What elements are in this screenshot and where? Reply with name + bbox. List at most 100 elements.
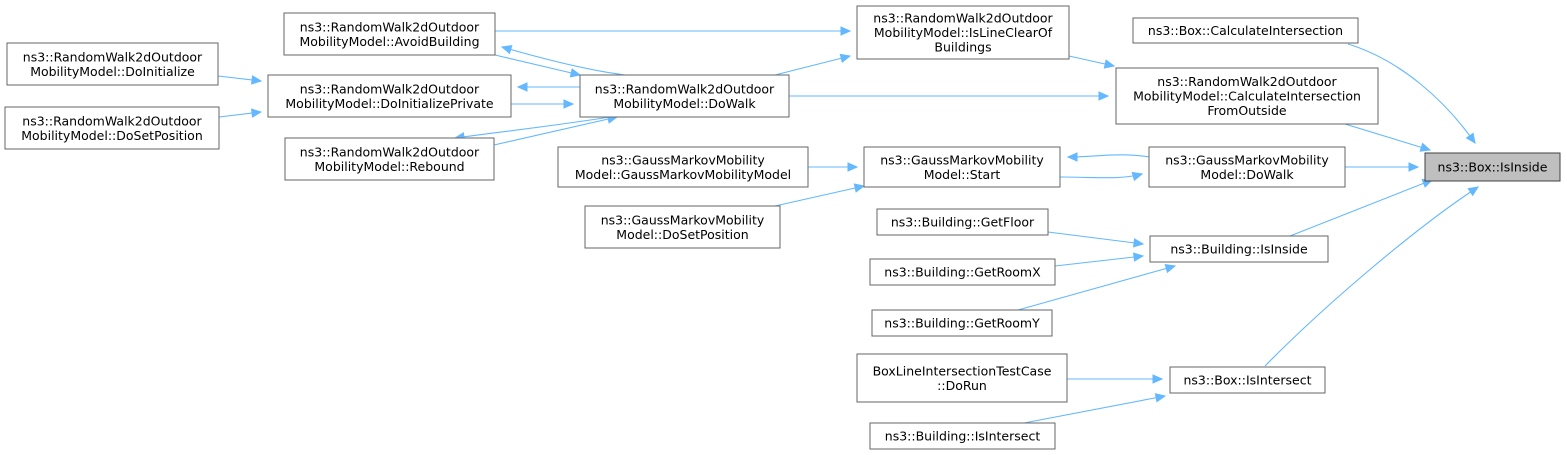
node-rw-dowalk[interactable]: ns3::RandomWalk2dOutdoorMobilityModel::D… xyxy=(579,74,790,118)
edge-line xyxy=(1067,154,1150,158)
edge-building_isinside-to-box_isinside xyxy=(1289,179,1434,237)
edge-arrowhead xyxy=(1467,186,1480,197)
edge-line xyxy=(774,55,851,76)
edge-arrowhead xyxy=(1465,132,1476,145)
node-box xyxy=(856,353,1068,403)
node-label-line: MobilityModel::Rebound xyxy=(314,159,464,174)
edge-rw_dowalk-to-rw_doinitprivate xyxy=(516,82,580,92)
node-gm-ctor[interactable]: ns3::GaussMarkovMobilityModel::GaussMark… xyxy=(557,146,809,188)
node-box xyxy=(557,146,809,188)
node-label-line: MobilityModel::DoInitialize xyxy=(30,64,195,79)
edge-arrowhead xyxy=(847,162,859,172)
edge-rw_avoidbuilding-to-rw_dowalk xyxy=(494,54,582,78)
edge-arrowhead xyxy=(1408,162,1420,172)
node-label-line: ns3::Box::IsInside xyxy=(1438,160,1548,175)
edge-arrowhead xyxy=(839,53,852,63)
node-label-line: ns3::Building::GetFloor xyxy=(891,215,1035,230)
node-label-line: MobilityModel::IsLineClearOf xyxy=(874,25,1053,40)
node-rw-calcint-out[interactable]: ns3::RandomWalk2dOutdoorMobilityModel::C… xyxy=(1115,67,1379,125)
node-label-line: Model::DoWalk xyxy=(1200,167,1294,182)
node-building-isinside[interactable]: ns3::Building::IsInside xyxy=(1149,235,1329,263)
edge-rw_dosetpos-to-rw_doinitprivate xyxy=(218,108,263,118)
node-building-getroomy[interactable]: ns3::Building::GetRoomY xyxy=(871,309,1053,337)
node-label-line: ns3::RandomWalk2dOutdoor xyxy=(873,11,1053,26)
node-gm-dowalk[interactable]: ns3::GaussMarkovMobilityModel::DoWalk xyxy=(1148,146,1346,188)
node-label-line: ns3::RandomWalk2dOutdoor xyxy=(300,19,480,34)
node-label-line: ns3::GaussMarkovMobility xyxy=(601,212,765,227)
edge-box_calcint-to-box_isinside xyxy=(1347,43,1476,145)
node-box xyxy=(1149,235,1329,263)
edge-gm_dowalk-to-gm_start xyxy=(1066,152,1150,162)
node-boxline-dorun[interactable]: BoxLineIntersectionTestCase::DoRun xyxy=(856,353,1068,403)
edge-arrowhead xyxy=(251,75,263,85)
node-building-getfloor[interactable]: ns3::Building::GetFloor xyxy=(876,208,1049,236)
edge-arrowhead xyxy=(516,82,528,92)
node-label-line: MobilityModel::DoWalk xyxy=(613,96,756,111)
edge-line xyxy=(1347,43,1476,144)
node-rw-islineclear[interactable]: ns3::RandomWalk2dOutdoorMobilityModel::I… xyxy=(856,5,1070,60)
node-box xyxy=(1148,146,1346,188)
node-box xyxy=(856,5,1070,60)
edge-gm_dowalk-to-box_isinside xyxy=(1345,162,1420,172)
node-gm-dosetpos[interactable]: ns3::GaussMarkovMobilityModel::DoSetPosi… xyxy=(584,205,781,249)
edge-gm_ctor-to-gm_start xyxy=(808,162,859,172)
edge-line xyxy=(494,54,581,76)
node-box-calcint[interactable]: ns3::Box::CalculateIntersection xyxy=(1132,17,1359,44)
edge-building_getroomy-to-building_isinside xyxy=(1017,263,1177,311)
node-rw-doinit[interactable]: ns3::RandomWalk2dOutdoorMobilityModel::D… xyxy=(6,42,219,86)
edge-arrowhead xyxy=(500,45,513,55)
node-rw-avoidbuilding[interactable]: ns3::RandomWalk2dOutdoorMobilityModel::A… xyxy=(283,12,496,56)
node-box xyxy=(4,106,220,150)
node-box xyxy=(869,258,1056,286)
node-box-isintersect[interactable]: ns3::Box::IsIntersect xyxy=(1169,366,1326,394)
node-label-line: ns3::Building::GetRoomX xyxy=(884,265,1041,280)
edge-line xyxy=(1047,231,1144,245)
edge-rw_dowalk-to-rw_islineclear xyxy=(774,53,852,76)
edge-line xyxy=(1264,186,1479,367)
edge-arrowhead xyxy=(1132,238,1145,248)
node-label-line: ns3::RandomWalk2dOutdoor xyxy=(22,113,202,128)
node-label-line: ns3::GaussMarkovMobility xyxy=(1165,152,1329,167)
edge-arrowhead xyxy=(853,183,866,193)
graph-nodes: ns3::Box::IsInside ns3::Box::CalculateInt… xyxy=(4,5,1561,450)
node-gm-start[interactable]: ns3::GaussMarkovMobilityModel::Start xyxy=(863,146,1061,188)
edge-arrowhead xyxy=(1066,152,1078,162)
edge-gm_start-to-gm_dowalk xyxy=(1059,171,1144,182)
node-box-isinside[interactable]: ns3::Box::IsInside xyxy=(1424,152,1561,182)
edge-line xyxy=(1054,255,1144,267)
node-label-line: ns3::RandomWalk2dOutdoor xyxy=(1157,74,1337,89)
edge-arrowhead xyxy=(569,68,582,78)
node-rw-rebound[interactable]: ns3::RandomWalk2dOutdoorMobilityModel::R… xyxy=(284,137,495,181)
node-building-getroomx[interactable]: ns3::Building::GetRoomX xyxy=(869,258,1056,286)
node-label-line: MobilityModel::CalculateIntersection xyxy=(1133,89,1361,104)
edge-arrowhead xyxy=(840,26,852,36)
edge-line xyxy=(1059,173,1143,179)
edge-building_getfloor-to-building_isinside xyxy=(1047,231,1145,248)
edge-rw_dowalk-to-rw_rebound xyxy=(453,116,611,142)
node-box xyxy=(284,137,495,181)
node-rw-doinitprivate[interactable]: ns3::RandomWalk2dOutdoorMobilityModel::D… xyxy=(267,74,512,118)
edge-arrowhead xyxy=(1419,142,1432,152)
edge-arrowhead xyxy=(1103,59,1116,69)
edge-line xyxy=(501,46,626,76)
edge-boxline_dorun-to-box_isintersect xyxy=(1067,374,1164,384)
node-building-isintersect[interactable]: ns3::Building::IsIntersect xyxy=(869,422,1056,450)
node-label-line: Buildings xyxy=(934,40,991,55)
node-label-line: ns3::GaussMarkovMobility xyxy=(601,152,765,167)
node-box xyxy=(283,12,496,56)
edge-arrowhead xyxy=(1152,374,1164,384)
node-box xyxy=(876,208,1049,236)
edge-rw_doinit-to-rw_doinitprivate xyxy=(217,75,263,85)
edge-arrowhead xyxy=(1164,263,1177,274)
node-box xyxy=(1169,366,1326,394)
edge-line xyxy=(1017,265,1176,311)
node-rw-dosetpos[interactable]: ns3::RandomWalk2dOutdoorMobilityModel::D… xyxy=(4,106,220,150)
node-box xyxy=(1132,17,1359,44)
node-box xyxy=(869,422,1056,450)
node-label-line: ns3::RandomWalk2dOutdoor xyxy=(23,49,203,64)
edge-line xyxy=(1289,179,1433,237)
edge-rw_dowalk-to-rw_avoidbuilding xyxy=(500,45,626,76)
node-label-line: ns3::Box::CalculateIntersection xyxy=(1148,23,1343,38)
node-label-line: MobilityModel::DoInitializePrivate xyxy=(285,96,494,111)
node-box xyxy=(871,309,1053,337)
